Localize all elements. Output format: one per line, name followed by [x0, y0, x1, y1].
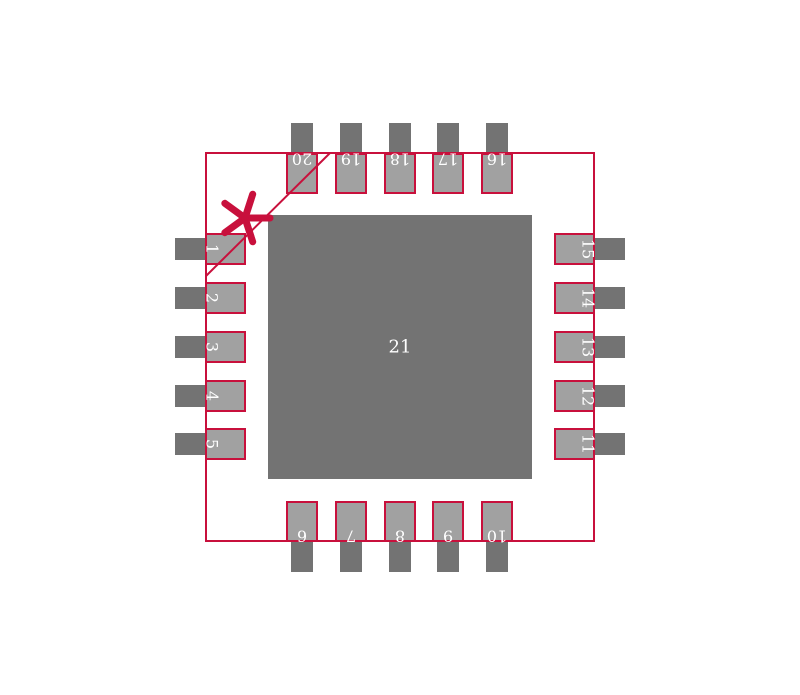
pin-label-6: 6 [297, 527, 307, 546]
pin-label-10: 10 [487, 527, 507, 546]
pad-pin-12 [554, 380, 595, 412]
pin-label-7: 7 [346, 527, 356, 546]
outline-layer [205, 152, 595, 542]
pin-label-14: 14 [579, 288, 598, 308]
pin-label-5: 5 [203, 439, 222, 449]
pin-label-18: 18 [390, 150, 410, 169]
pad-pin-10 [481, 501, 513, 542]
pad-pin-16 [481, 153, 513, 194]
pin-label-8: 8 [395, 527, 405, 546]
pad-pin-18 [384, 153, 416, 194]
pin-label-11: 11 [579, 434, 598, 454]
pad-pin-11 [554, 428, 595, 460]
pad-pin-19 [335, 153, 367, 194]
package-outline [205, 152, 595, 542]
pad-pin-1 [205, 233, 246, 265]
pin-label-19: 19 [341, 150, 361, 169]
pin-label-13: 13 [579, 337, 598, 357]
pin-label-16: 16 [487, 150, 507, 169]
pin1-marker [221, 190, 274, 246]
pad-pin-4 [205, 380, 246, 412]
pad-pin-3 [205, 331, 246, 363]
pin-label-12: 12 [579, 386, 598, 406]
pin-label-9: 9 [443, 527, 453, 546]
pin-label-4: 4 [203, 391, 222, 401]
pad-pin-15 [554, 233, 595, 265]
thermal-pad-label: 21 [389, 337, 412, 358]
pin-label-1: 1 [203, 244, 222, 254]
pin-label-20: 20 [292, 150, 312, 169]
pad-pin-8 [384, 501, 416, 542]
pad-pin-2 [205, 282, 246, 314]
pad-pin-9 [432, 501, 464, 542]
pin-label-17: 17 [438, 150, 458, 169]
pin-label-2: 2 [203, 293, 222, 303]
pin-label-3: 3 [203, 342, 222, 352]
thermal-pad [268, 215, 532, 479]
pin-label-15: 15 [579, 239, 598, 259]
